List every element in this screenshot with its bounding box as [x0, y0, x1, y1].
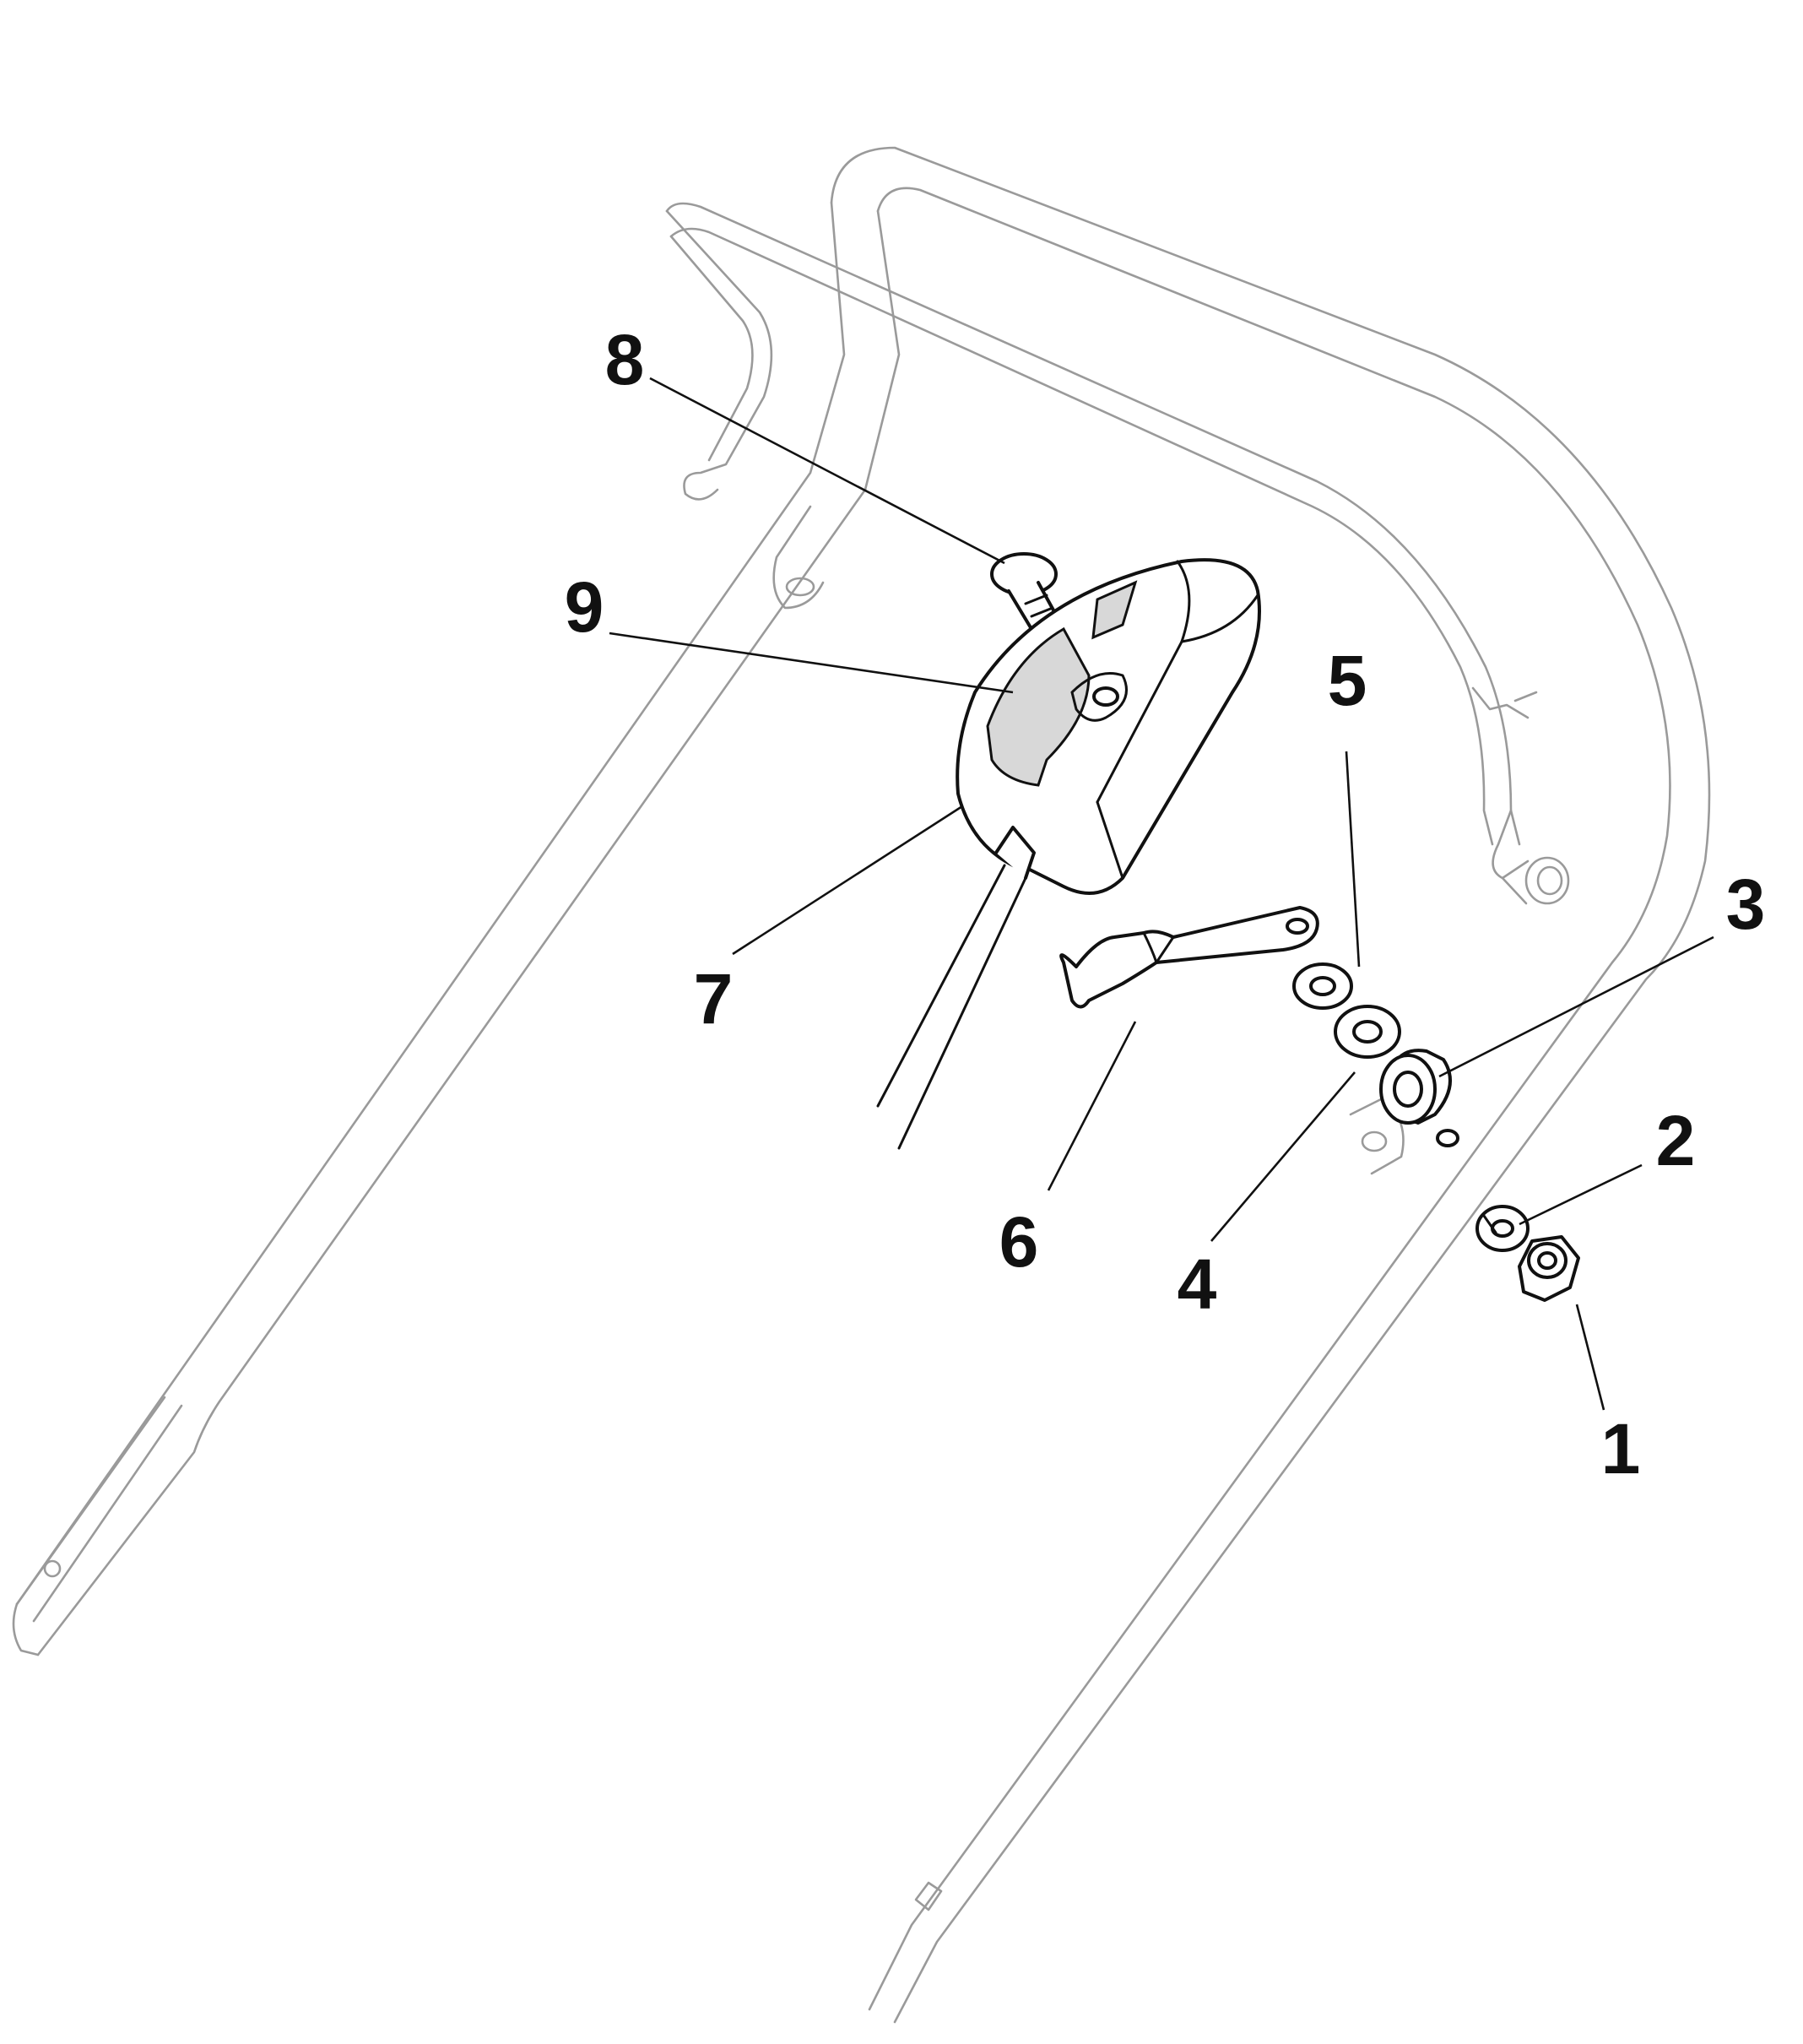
callout-1: 1: [1601, 1409, 1641, 1488]
leader-7: [732, 805, 963, 956]
leader-9: [609, 632, 1014, 694]
part-7-lever-housing: [876, 558, 1261, 1150]
callout-labels: 1 2 3 4 5 6 7 8 9: [565, 320, 1766, 1488]
callout-7: 7: [694, 959, 734, 1038]
leader-3: [1438, 935, 1714, 1078]
part-5-washer: [1292, 962, 1353, 1010]
leader-5: [1345, 751, 1361, 968]
part-1-nut: [1518, 1235, 1580, 1302]
leader-2: [1519, 1163, 1643, 1226]
leader-lines: [609, 377, 1714, 1411]
callout-8: 8: [605, 320, 645, 399]
part-2-washer: [1475, 1205, 1530, 1252]
leader-1: [1575, 1304, 1605, 1411]
callout-2: 2: [1656, 1101, 1696, 1180]
part-6-lever: [1059, 906, 1319, 1009]
callout-5: 5: [1328, 641, 1367, 720]
leader-4: [1210, 1071, 1356, 1242]
callout-9: 9: [565, 567, 604, 647]
leader-6: [1047, 1021, 1137, 1191]
handle-frame: [12, 146, 1711, 2024]
part-4-spacer: [1334, 1005, 1401, 1059]
part-3-bush: [1379, 1049, 1459, 1147]
callout-4: 4: [1178, 1244, 1217, 1324]
callout-3: 3: [1726, 865, 1766, 944]
callout-6: 6: [999, 1202, 1039, 1282]
leader-8: [649, 377, 1005, 565]
